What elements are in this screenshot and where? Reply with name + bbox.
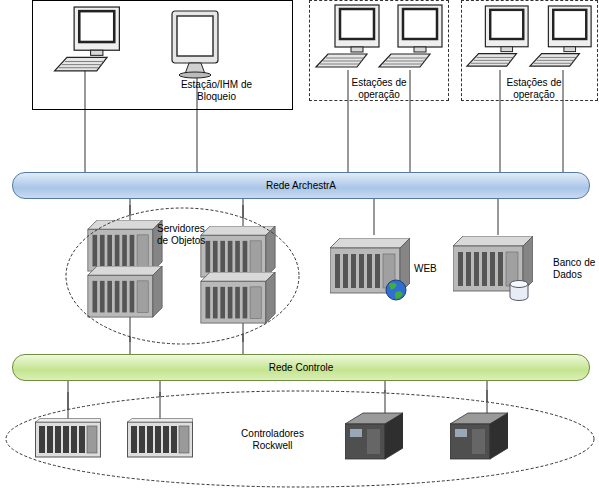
node-label: Estações de operação <box>498 77 570 101</box>
server-icon <box>88 266 162 317</box>
cylinder-top <box>510 281 528 288</box>
node-label: Rede ArchestrA <box>13 180 589 192</box>
operator-group-box: Estações de operação <box>461 0 598 101</box>
station-box: Estação/IHM de Bloqueio <box>32 0 293 110</box>
wire <box>563 70 564 101</box>
dashed-ellipse <box>66 208 299 344</box>
node-label: Estação/IHM de Bloqueio <box>169 79 264 103</box>
network-band: Rede Controle <box>12 354 590 381</box>
operator-group-box: Estações de operação <box>309 0 449 101</box>
server-group-ellipse: Servidores de Objetos <box>65 207 300 345</box>
flat-monitor-icon <box>172 11 218 78</box>
wire <box>160 392 161 421</box>
globe <box>386 280 406 300</box>
wire <box>130 316 131 342</box>
globe-symbol <box>386 280 406 300</box>
node-label: WEB <box>414 263 444 275</box>
network-band: Rede ArchestrA <box>12 172 590 199</box>
node-label: Servidores de Objetos <box>157 223 217 247</box>
server-icon <box>201 226 275 277</box>
network-link <box>498 199 499 235</box>
workstation-icon <box>467 6 528 66</box>
node-label: Banco de Dados <box>553 257 599 281</box>
controller-icon <box>450 413 508 459</box>
wire <box>348 70 349 101</box>
network-link <box>348 101 349 172</box>
workstation-icon <box>316 5 379 67</box>
network-link <box>410 101 411 172</box>
wire <box>500 70 501 101</box>
workstation-icon <box>379 5 442 67</box>
node-label: Rede Controle <box>13 362 589 374</box>
network-link <box>85 110 86 172</box>
server-icon <box>88 220 162 271</box>
workstation-icon <box>55 7 120 71</box>
network-link <box>374 199 375 235</box>
wire <box>487 390 488 416</box>
controller-rack-icon <box>36 419 101 458</box>
wire <box>410 70 411 101</box>
controller-icon <box>345 413 403 459</box>
wire <box>385 390 386 416</box>
wire <box>243 322 244 342</box>
database-symbol <box>510 281 528 301</box>
network-link <box>197 110 198 172</box>
controller-rack-icon <box>128 419 193 458</box>
wire <box>68 392 69 421</box>
dashed-ellipse <box>6 391 594 487</box>
network-link <box>500 101 501 172</box>
server-icon <box>201 272 275 323</box>
workstation-icon <box>530 6 591 66</box>
node-label: Estações de operação <box>343 77 415 101</box>
wire <box>85 70 86 110</box>
database-server: Banco de Dados <box>448 235 598 303</box>
controller-group-ellipse: Controladores Rockwell <box>5 390 595 488</box>
node-label: Controladores Rockwell <box>230 428 315 452</box>
network-link <box>563 101 564 172</box>
server-icon <box>453 236 533 291</box>
web-server: WEB <box>328 235 446 303</box>
globe-land <box>389 283 403 299</box>
